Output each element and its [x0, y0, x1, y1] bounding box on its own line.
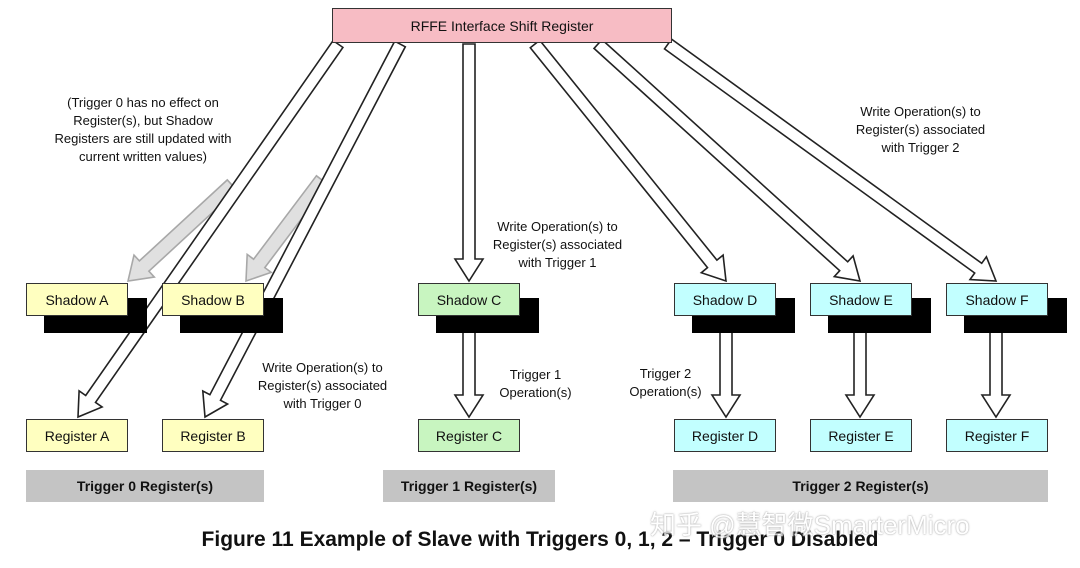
trigger1-group-bar: Trigger 1 Register(s)	[383, 470, 555, 502]
register-e-box: Register E	[810, 419, 912, 452]
arrow-shift-to-shadow-d	[529, 39, 727, 283]
write-trigger2-note: Write Operation(s) to Register(s) associ…	[855, 104, 986, 155]
arrow-shift-to-shadow-e	[592, 38, 862, 283]
arrow-shift-to-shadow-f	[663, 37, 998, 282]
register-b-box: Register B	[162, 419, 264, 452]
register-c-box: Register C	[418, 419, 520, 452]
figure-caption: Figure 11 Example of Slave with Triggers…	[201, 528, 879, 551]
shadow-e-box: Shadow E	[810, 283, 912, 316]
shadow-d-box: Shadow D	[674, 283, 776, 316]
trigger2-group-bar: Trigger 2 Register(s)	[673, 470, 1048, 502]
write-trigger0-note: Write Operation(s) to Register(s) associ…	[257, 360, 388, 411]
register-a-box: Register A	[26, 419, 128, 452]
rffe-shift-register-box: RFFE Interface Shift Register	[332, 8, 672, 43]
register-d-box: Register D	[674, 419, 776, 452]
shadow-a-box: Shadow A	[26, 283, 128, 316]
trigger0-no-effect-note: (Trigger 0 has no effect on Register(s),…	[54, 95, 232, 164]
trigger2-operations-note: Trigger 2 Operation(s)	[629, 366, 702, 399]
shadow-f-box: Shadow F	[946, 283, 1048, 316]
shadow-c-box: Shadow C	[418, 283, 520, 316]
trigger0-group-bar: Trigger 0 Register(s)	[26, 470, 264, 502]
arrow-shift-to-shadow-c	[453, 43, 485, 283]
register-f-box: Register F	[946, 419, 1048, 452]
watermark: 知乎 @慧智微SmarterMicro	[650, 510, 970, 540]
write-trigger1-note: Write Operation(s) to Register(s) associ…	[492, 219, 623, 270]
trigger1-operations-note: Trigger 1 Operation(s)	[499, 367, 572, 400]
shadow-b-box: Shadow B	[162, 283, 264, 316]
